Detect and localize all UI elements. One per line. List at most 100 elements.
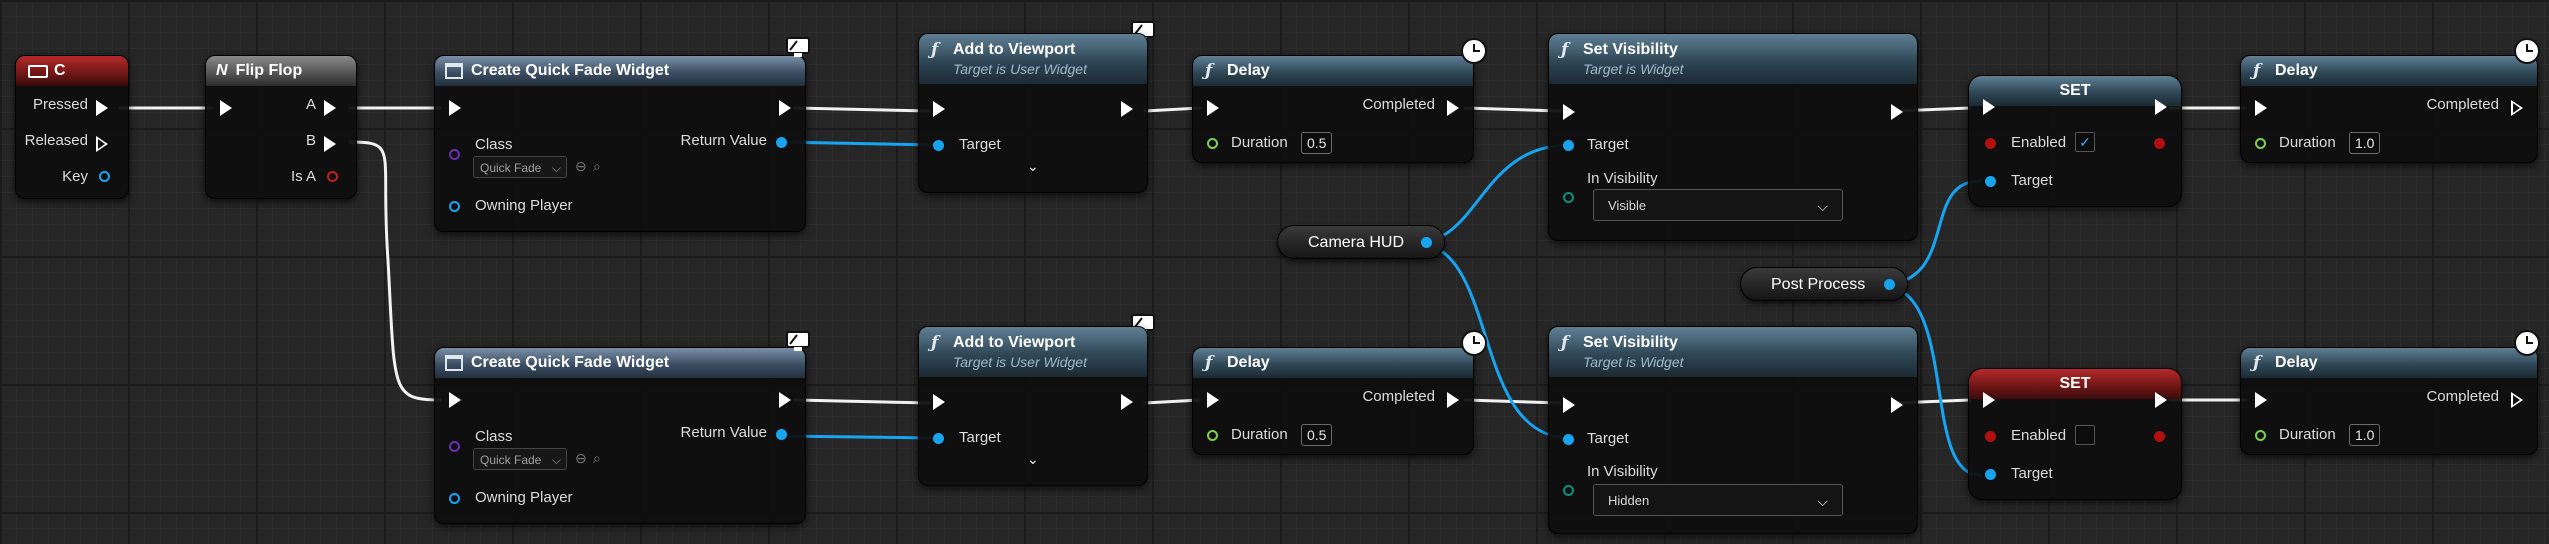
exec-in-pin[interactable] — [2255, 100, 2267, 116]
set-visibility-node[interactable]: ƒ Set Visibility Target is Widget Target… — [1548, 326, 1918, 534]
duration-pin[interactable] — [2255, 430, 2266, 441]
in-visibility-pin[interactable] — [1563, 485, 1574, 496]
exec-in-pin[interactable] — [1207, 392, 1219, 408]
enabled-pin[interactable] — [1985, 138, 1996, 149]
key-pin[interactable] — [99, 171, 110, 182]
in-visibility-pin[interactable] — [1563, 192, 1574, 203]
completed-exec-pin[interactable] — [2511, 100, 2523, 116]
add-to-viewport-header[interactable]: ƒ Add to Viewport Target is User Widget — [919, 327, 1147, 377]
duration-pin[interactable] — [1207, 430, 1218, 441]
camera-hud-output-pin[interactable] — [1421, 237, 1432, 248]
class-pin[interactable] — [449, 441, 460, 452]
return-value-pin[interactable] — [776, 137, 787, 148]
camera-hud-variable[interactable]: Camera HUD — [1277, 225, 1445, 259]
set-visibility-header[interactable]: ƒ Set Visibility Target is Widget — [1549, 327, 1917, 377]
exec-in-pin[interactable] — [2255, 392, 2267, 408]
expand-chevron-icon[interactable]: ⌄ — [1027, 158, 1039, 174]
owning-player-pin[interactable] — [449, 493, 460, 504]
delay-node[interactable]: ƒ Delay Completed Duration 0.5 — [1192, 347, 1474, 455]
set-enabled-node[interactable]: SET Enabled ✓ Target — [1968, 75, 2182, 207]
set-header[interactable]: SET — [1969, 369, 2181, 399]
a-exec-pin[interactable] — [324, 100, 336, 116]
class-dropdown[interactable]: Quick Fade ⌵ — [473, 448, 567, 470]
target-pin[interactable] — [933, 140, 944, 151]
exec-out-pin[interactable] — [1891, 104, 1903, 120]
set-visibility-node[interactable]: ƒ Set Visibility Target is Widget Target… — [1548, 33, 1918, 241]
released-exec-pin[interactable] — [96, 136, 108, 152]
add-to-viewport-node[interactable]: ƒ Add to Viewport Target is User Widget … — [918, 326, 1148, 486]
exec-in-pin[interactable] — [933, 394, 945, 410]
enabled-checkbox[interactable] — [2075, 425, 2095, 445]
post-process-output-pin[interactable] — [1884, 279, 1895, 290]
exec-out-pin[interactable] — [1891, 397, 1903, 413]
exec-out-pin[interactable] — [2155, 392, 2167, 408]
expand-chevron-icon[interactable]: ⌄ — [1027, 451, 1039, 467]
flipflop-node[interactable]: N Flip Flop A B Is A — [205, 55, 357, 199]
duration-input[interactable]: 0.5 — [1301, 424, 1333, 446]
delay-header[interactable]: ƒ Delay — [2241, 56, 2537, 86]
class-pin[interactable] — [449, 149, 460, 160]
back-arrow-icon[interactable]: ⊖ — [575, 158, 587, 174]
exec-in-pin[interactable] — [1983, 392, 1995, 408]
enabled-checkbox[interactable]: ✓ — [2075, 132, 2095, 152]
key-c-event-node[interactable]: C Pressed Released Key — [15, 55, 129, 199]
exec-out-pin[interactable] — [2155, 99, 2167, 115]
duration-pin[interactable] — [1207, 138, 1218, 149]
enabled-out-pin[interactable] — [2154, 138, 2165, 149]
set-enabled-node[interactable]: SET Enabled Target — [1968, 368, 2182, 500]
owning-player-pin[interactable] — [449, 201, 460, 212]
delay-header[interactable]: ƒ Delay — [1193, 56, 1473, 86]
enabled-out-pin[interactable] — [2154, 431, 2165, 442]
set-header[interactable]: SET — [1969, 76, 2181, 106]
back-arrow-icon[interactable]: ⊖ — [575, 450, 587, 466]
exec-out-pin[interactable] — [1121, 394, 1133, 410]
flipflop-exec-in-pin[interactable] — [220, 100, 232, 116]
exec-out-pin[interactable] — [779, 392, 791, 408]
key-c-header[interactable]: C — [16, 56, 128, 86]
duration-pin[interactable] — [2255, 138, 2266, 149]
delay-header[interactable]: ƒ Delay — [1193, 348, 1473, 378]
add-to-viewport-node[interactable]: ƒ Add to Viewport Target is User Widget … — [918, 33, 1148, 193]
target-pin[interactable] — [933, 433, 944, 444]
enabled-pin[interactable] — [1985, 431, 1996, 442]
target-pin[interactable] — [1563, 140, 1574, 151]
create-widget-header[interactable]: Create Quick Fade Widget — [435, 56, 805, 86]
completed-exec-pin[interactable] — [1447, 100, 1459, 116]
search-icon[interactable]: ⌕ — [593, 450, 601, 466]
exec-in-pin[interactable] — [1207, 100, 1219, 116]
target-pin[interactable] — [1563, 434, 1574, 445]
exec-in-pin[interactable] — [449, 392, 461, 408]
pressed-exec-pin[interactable] — [96, 100, 108, 116]
delay-node[interactable]: ƒ Delay Completed Duration 1.0 — [2240, 55, 2538, 163]
create-widget-header[interactable]: Create Quick Fade Widget — [435, 348, 805, 378]
duration-input[interactable]: 0.5 — [1301, 132, 1333, 154]
target-pin[interactable] — [1985, 469, 1996, 480]
create-quick-fade-widget-node[interactable]: Create Quick Fade Widget Class Quick Fad… — [434, 347, 806, 524]
flipflop-header[interactable]: N Flip Flop — [206, 56, 356, 86]
delay-node[interactable]: ƒ Delay Completed Duration 0.5 — [1192, 55, 1474, 163]
create-quick-fade-widget-node[interactable]: Create Quick Fade Widget Class Quick Fad… — [434, 55, 806, 232]
set-visibility-header[interactable]: ƒ Set Visibility Target is Widget — [1549, 34, 1917, 84]
exec-in-pin[interactable] — [933, 101, 945, 117]
exec-in-pin[interactable] — [449, 100, 461, 116]
completed-exec-pin[interactable] — [1447, 392, 1459, 408]
exec-in-pin[interactable] — [1563, 397, 1575, 413]
exec-out-pin[interactable] — [779, 100, 791, 116]
post-process-variable[interactable]: Post Process — [1740, 267, 1908, 301]
exec-out-pin[interactable] — [1121, 101, 1133, 117]
delay-header[interactable]: ƒ Delay — [2241, 348, 2537, 378]
delay-node[interactable]: ƒ Delay Completed Duration 1.0 — [2240, 347, 2538, 455]
add-to-viewport-header[interactable]: ƒ Add to Viewport Target is User Widget — [919, 34, 1147, 84]
completed-exec-pin[interactable] — [2511, 392, 2523, 408]
target-pin[interactable] — [1985, 176, 1996, 187]
return-value-pin[interactable] — [776, 429, 787, 440]
exec-in-pin[interactable] — [1563, 104, 1575, 120]
visibility-dropdown[interactable]: Visible ⌵ — [1593, 189, 1843, 221]
class-dropdown[interactable]: Quick Fade ⌵ — [473, 156, 567, 178]
visibility-dropdown[interactable]: Hidden ⌵ — [1593, 484, 1843, 516]
exec-in-pin[interactable] — [1983, 99, 1995, 115]
search-icon[interactable]: ⌕ — [593, 158, 601, 174]
is-a-pin[interactable] — [327, 171, 338, 182]
b-exec-pin[interactable] — [324, 136, 336, 152]
duration-input[interactable]: 1.0 — [2349, 132, 2381, 154]
